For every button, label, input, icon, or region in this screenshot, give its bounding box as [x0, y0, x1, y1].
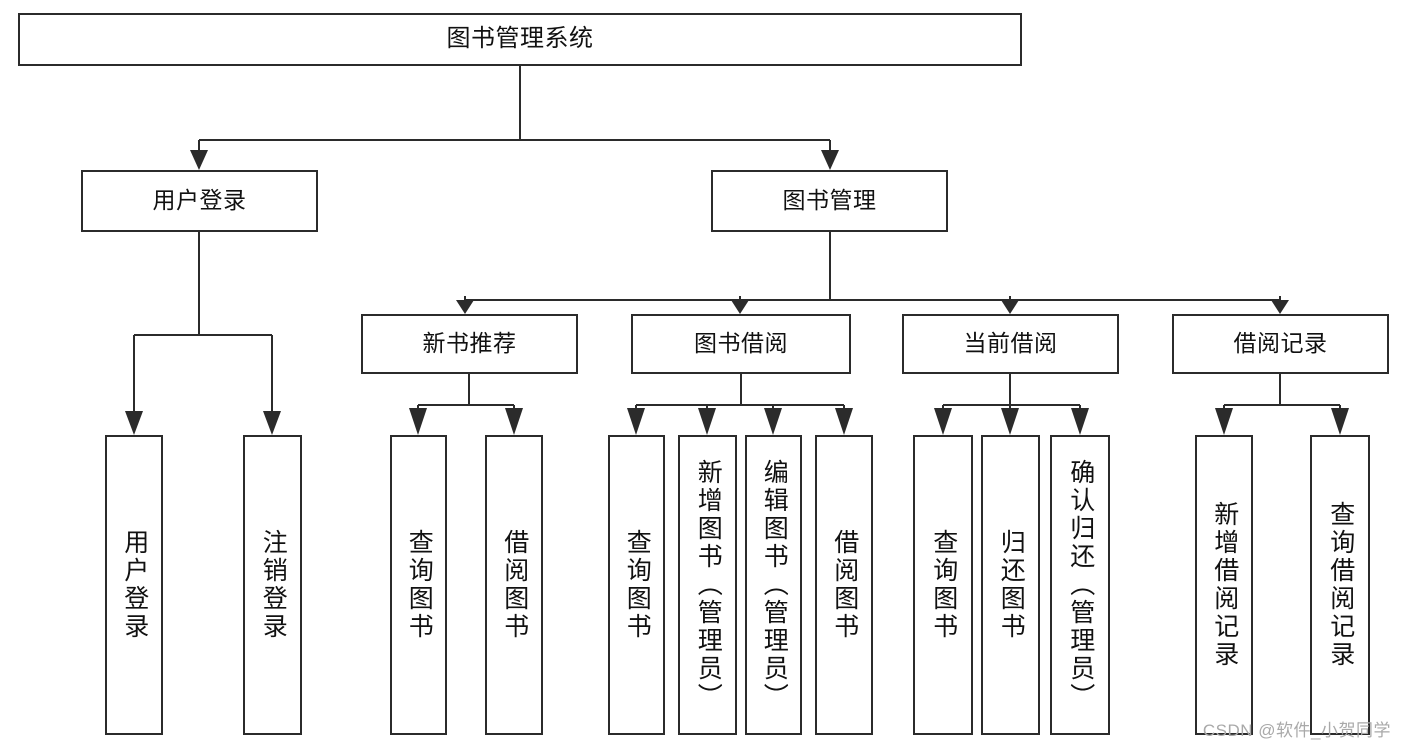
node-label: 图书管理 — [782, 187, 877, 214]
node-label: 借阅图书 — [500, 529, 529, 641]
node-new-book-recommend[interactable]: 新书推荐 — [361, 314, 578, 374]
node-label: 当前借阅 — [963, 330, 1058, 357]
node-label: 归还图书 — [997, 529, 1026, 641]
node-root-book-management-system[interactable]: 图书管理系统 — [18, 13, 1022, 66]
leaf-edit-book-admin[interactable]: 编辑图书（管理员） — [745, 435, 802, 735]
leaf-query-book-new[interactable]: 查询图书 — [390, 435, 447, 735]
leaf-logout[interactable]: 注销登录 — [243, 435, 302, 735]
node-label: 新增借阅记录 — [1210, 501, 1239, 669]
node-label: 查询图书 — [929, 529, 958, 641]
node-borrow-record[interactable]: 借阅记录 — [1172, 314, 1389, 374]
leaf-borrow-book-new[interactable]: 借阅图书 — [485, 435, 543, 735]
node-label: 查询图书 — [405, 529, 434, 641]
csdn-watermark: CSDN @软件_小贺同学 — [1202, 721, 1391, 740]
leaf-confirm-return-admin[interactable]: 确认归还（管理员） — [1050, 435, 1110, 735]
node-label: 查询借阅记录 — [1326, 501, 1355, 669]
leaf-query-borrow-record[interactable]: 查询借阅记录 — [1310, 435, 1370, 735]
node-label: 用户登录 — [120, 529, 149, 641]
node-label: 图书管理系统 — [446, 25, 594, 53]
node-label: 注销登录 — [259, 529, 288, 641]
leaf-user-login[interactable]: 用户登录 — [105, 435, 163, 735]
node-current-borrow[interactable]: 当前借阅 — [902, 314, 1119, 374]
node-label: 确认归还（管理员） — [1066, 459, 1095, 711]
node-book-management[interactable]: 图书管理 — [711, 170, 948, 232]
node-label: 借阅图书 — [830, 529, 859, 641]
node-label: 新增图书（管理员） — [694, 459, 723, 711]
leaf-borrow-book[interactable]: 借阅图书 — [815, 435, 873, 735]
leaf-query-book-current[interactable]: 查询图书 — [913, 435, 973, 735]
leaf-add-book-admin[interactable]: 新增图书（管理员） — [678, 435, 737, 735]
node-label: 编辑图书（管理员） — [760, 459, 789, 711]
leaf-return-book[interactable]: 归还图书 — [981, 435, 1040, 735]
node-label: 查询图书 — [623, 529, 652, 641]
leaf-query-book-borrow[interactable]: 查询图书 — [608, 435, 665, 735]
node-label: 借阅记录 — [1233, 330, 1328, 357]
node-label: 图书借阅 — [694, 330, 788, 357]
node-book-borrow[interactable]: 图书借阅 — [631, 314, 851, 374]
node-label: 新书推荐 — [422, 330, 517, 357]
node-label: 用户登录 — [152, 187, 247, 214]
node-user-login[interactable]: 用户登录 — [81, 170, 318, 232]
leaf-add-borrow-record[interactable]: 新增借阅记录 — [1195, 435, 1253, 735]
